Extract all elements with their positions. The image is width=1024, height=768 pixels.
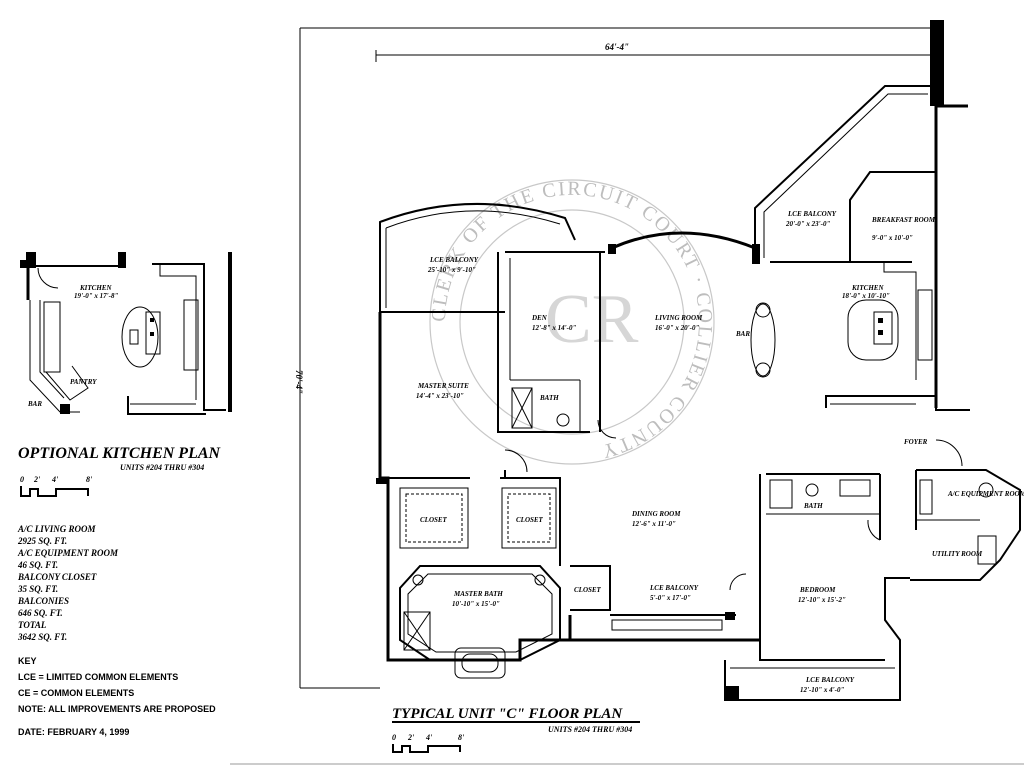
- svg-text:0: 0: [392, 733, 396, 742]
- size-master-bath: 10'-10" x 15'-0": [452, 600, 500, 608]
- label-bath-small: BATH: [539, 394, 559, 402]
- size-dining-room: 12'-6" x 11'-0": [632, 520, 676, 528]
- size-kitchen: 18'-0" x 10'-10": [842, 292, 890, 300]
- label-closet-hall: CLOSET: [574, 586, 602, 594]
- size-lce-balcony-top: 20'-0" x 23'-0": [785, 220, 830, 228]
- key-date: DATE: FEBRUARY 4, 1999: [18, 727, 129, 737]
- svg-text:2': 2': [33, 475, 41, 484]
- optional-scale-bar: [20, 486, 89, 497]
- svg-text:4': 4': [51, 475, 59, 484]
- label-lce-balcony-bottom: LCE BALCONY: [805, 676, 855, 684]
- area-label: BALCONIES: [17, 596, 69, 606]
- label-closet-right: CLOSET: [516, 516, 544, 524]
- label-master-suite: MASTER SUITE: [417, 382, 469, 390]
- opt-bar-label: BAR: [27, 400, 42, 408]
- label-bath: BATH: [803, 502, 823, 510]
- svg-text:CR: CR: [545, 281, 639, 358]
- main-plan-units-note: UNITS #204 THRU #304: [548, 725, 632, 734]
- area-value: 646 SQ. FT.: [18, 608, 63, 618]
- area-label: A/C LIVING ROOM: [17, 524, 97, 534]
- area-value: 35 SQ. FT.: [17, 584, 58, 594]
- label-ac-equipment-room: A/C EQUIPMENT ROOM: [947, 490, 1024, 498]
- area-value: 46 SQ. FT.: [17, 560, 58, 570]
- main-plan-walls: [376, 20, 1021, 701]
- size-bedroom: 12'-10" x 15'-2": [798, 596, 846, 604]
- main-plan-title: TYPICAL UNIT "C" FLOOR PLAN: [392, 706, 623, 722]
- opt-pantry-label: PANTRY: [70, 378, 97, 386]
- size-lce-balcony-left: 25'-10" x 9'-10": [427, 266, 476, 274]
- optional-kitchen-title: OPTIONAL KITCHEN PLAN: [18, 445, 222, 462]
- area-value: 3642 SQ. FT.: [17, 632, 67, 642]
- main-plan-title-block: TYPICAL UNIT "C" FLOOR PLAN UNITS #204 T…: [392, 706, 640, 753]
- key-note: NOTE: ALL IMPROVEMENTS ARE PROPOSED: [18, 704, 216, 714]
- width-dimension: 64'-4": [605, 42, 629, 52]
- area-label: BALCONY CLOSET: [17, 572, 97, 582]
- svg-text:8': 8': [458, 733, 465, 742]
- size-master-suite: 14'-4" x 23'-10": [416, 392, 464, 400]
- label-dining-room: DINING ROOM: [631, 510, 681, 518]
- optional-kitchen-title-block: OPTIONAL KITCHEN PLAN UNITS #204 THRU #3…: [18, 445, 222, 497]
- label-lce-balcony-top: LCE BALCONY: [787, 210, 837, 218]
- main-scale-bar: 0 2' 4' 8': [392, 733, 465, 753]
- opt-kitchen-size: 19'-0" x 17'-8": [74, 292, 118, 300]
- area-value: 2925 SQ. FT.: [17, 536, 67, 546]
- label-lce-balcony-mid: LCE BALCONY: [649, 584, 699, 592]
- area-label: TOTAL: [18, 620, 47, 630]
- label-living-room: LIVING ROOM: [654, 314, 703, 322]
- key-heading: KEY: [18, 656, 37, 666]
- label-foyer: FOYER: [904, 438, 928, 446]
- size-lce-balcony-bottom: 12'-10" x 4'-0": [800, 686, 844, 694]
- legend-key: KEY LCE = LIMITED COMMON ELEMENTS CE = C…: [18, 656, 216, 737]
- label-master-bath: MASTER BATH: [453, 590, 503, 598]
- svg-text:2': 2': [407, 733, 415, 742]
- key-ce: CE = COMMON ELEMENTS: [18, 688, 134, 698]
- label-closet-left: CLOSET: [420, 516, 448, 524]
- overall-dimensions: 64'-4" 70'-4": [294, 27, 937, 689]
- size-breakfast-room: 9'-0" x 10'-0": [872, 234, 913, 242]
- optional-kitchen-units-note: UNITS #204 THRU #304: [120, 463, 204, 472]
- svg-text:4': 4': [425, 733, 433, 742]
- opt-kitchen-label: KITCHEN: [79, 284, 112, 292]
- area-label: A/C EQUIPMENT ROOM: [17, 548, 119, 558]
- key-lce: LCE = LIMITED COMMON ELEMENTS: [18, 672, 178, 682]
- label-kitchen: KITCHEN: [851, 284, 884, 292]
- optional-kitchen-drawing: [20, 252, 232, 415]
- label-utility-room: UTILITY ROOM: [932, 550, 983, 558]
- optional-kitchen-labels: KITCHEN 19'-0" x 17'-8" PANTRY BAR: [27, 284, 118, 408]
- label-bar: BAR: [735, 330, 750, 338]
- label-bedroom: BEDROOM: [799, 586, 836, 594]
- svg-text:0: 0: [20, 475, 24, 484]
- size-den: 12'-8" x 14'-0": [532, 324, 576, 332]
- label-breakfast-room: BREAKFAST ROOM: [871, 216, 936, 224]
- height-dimension: 70'-4": [294, 370, 304, 394]
- svg-text:8': 8': [86, 475, 93, 484]
- area-summary: A/C LIVING ROOM 2925 SQ. FT. A/C EQUIPME…: [17, 524, 119, 642]
- label-lce-balcony-left: LCE BALCONY: [429, 256, 479, 264]
- size-lce-balcony-mid: 5'-0" x 17'-0": [650, 594, 691, 602]
- size-living-room: 16'-0" x 20'-0": [655, 324, 699, 332]
- label-den: DEN: [531, 314, 548, 322]
- main-plan-labels: LCE BALCONY 25'-10" x 9'-10" DEN 12'-8" …: [416, 210, 1024, 694]
